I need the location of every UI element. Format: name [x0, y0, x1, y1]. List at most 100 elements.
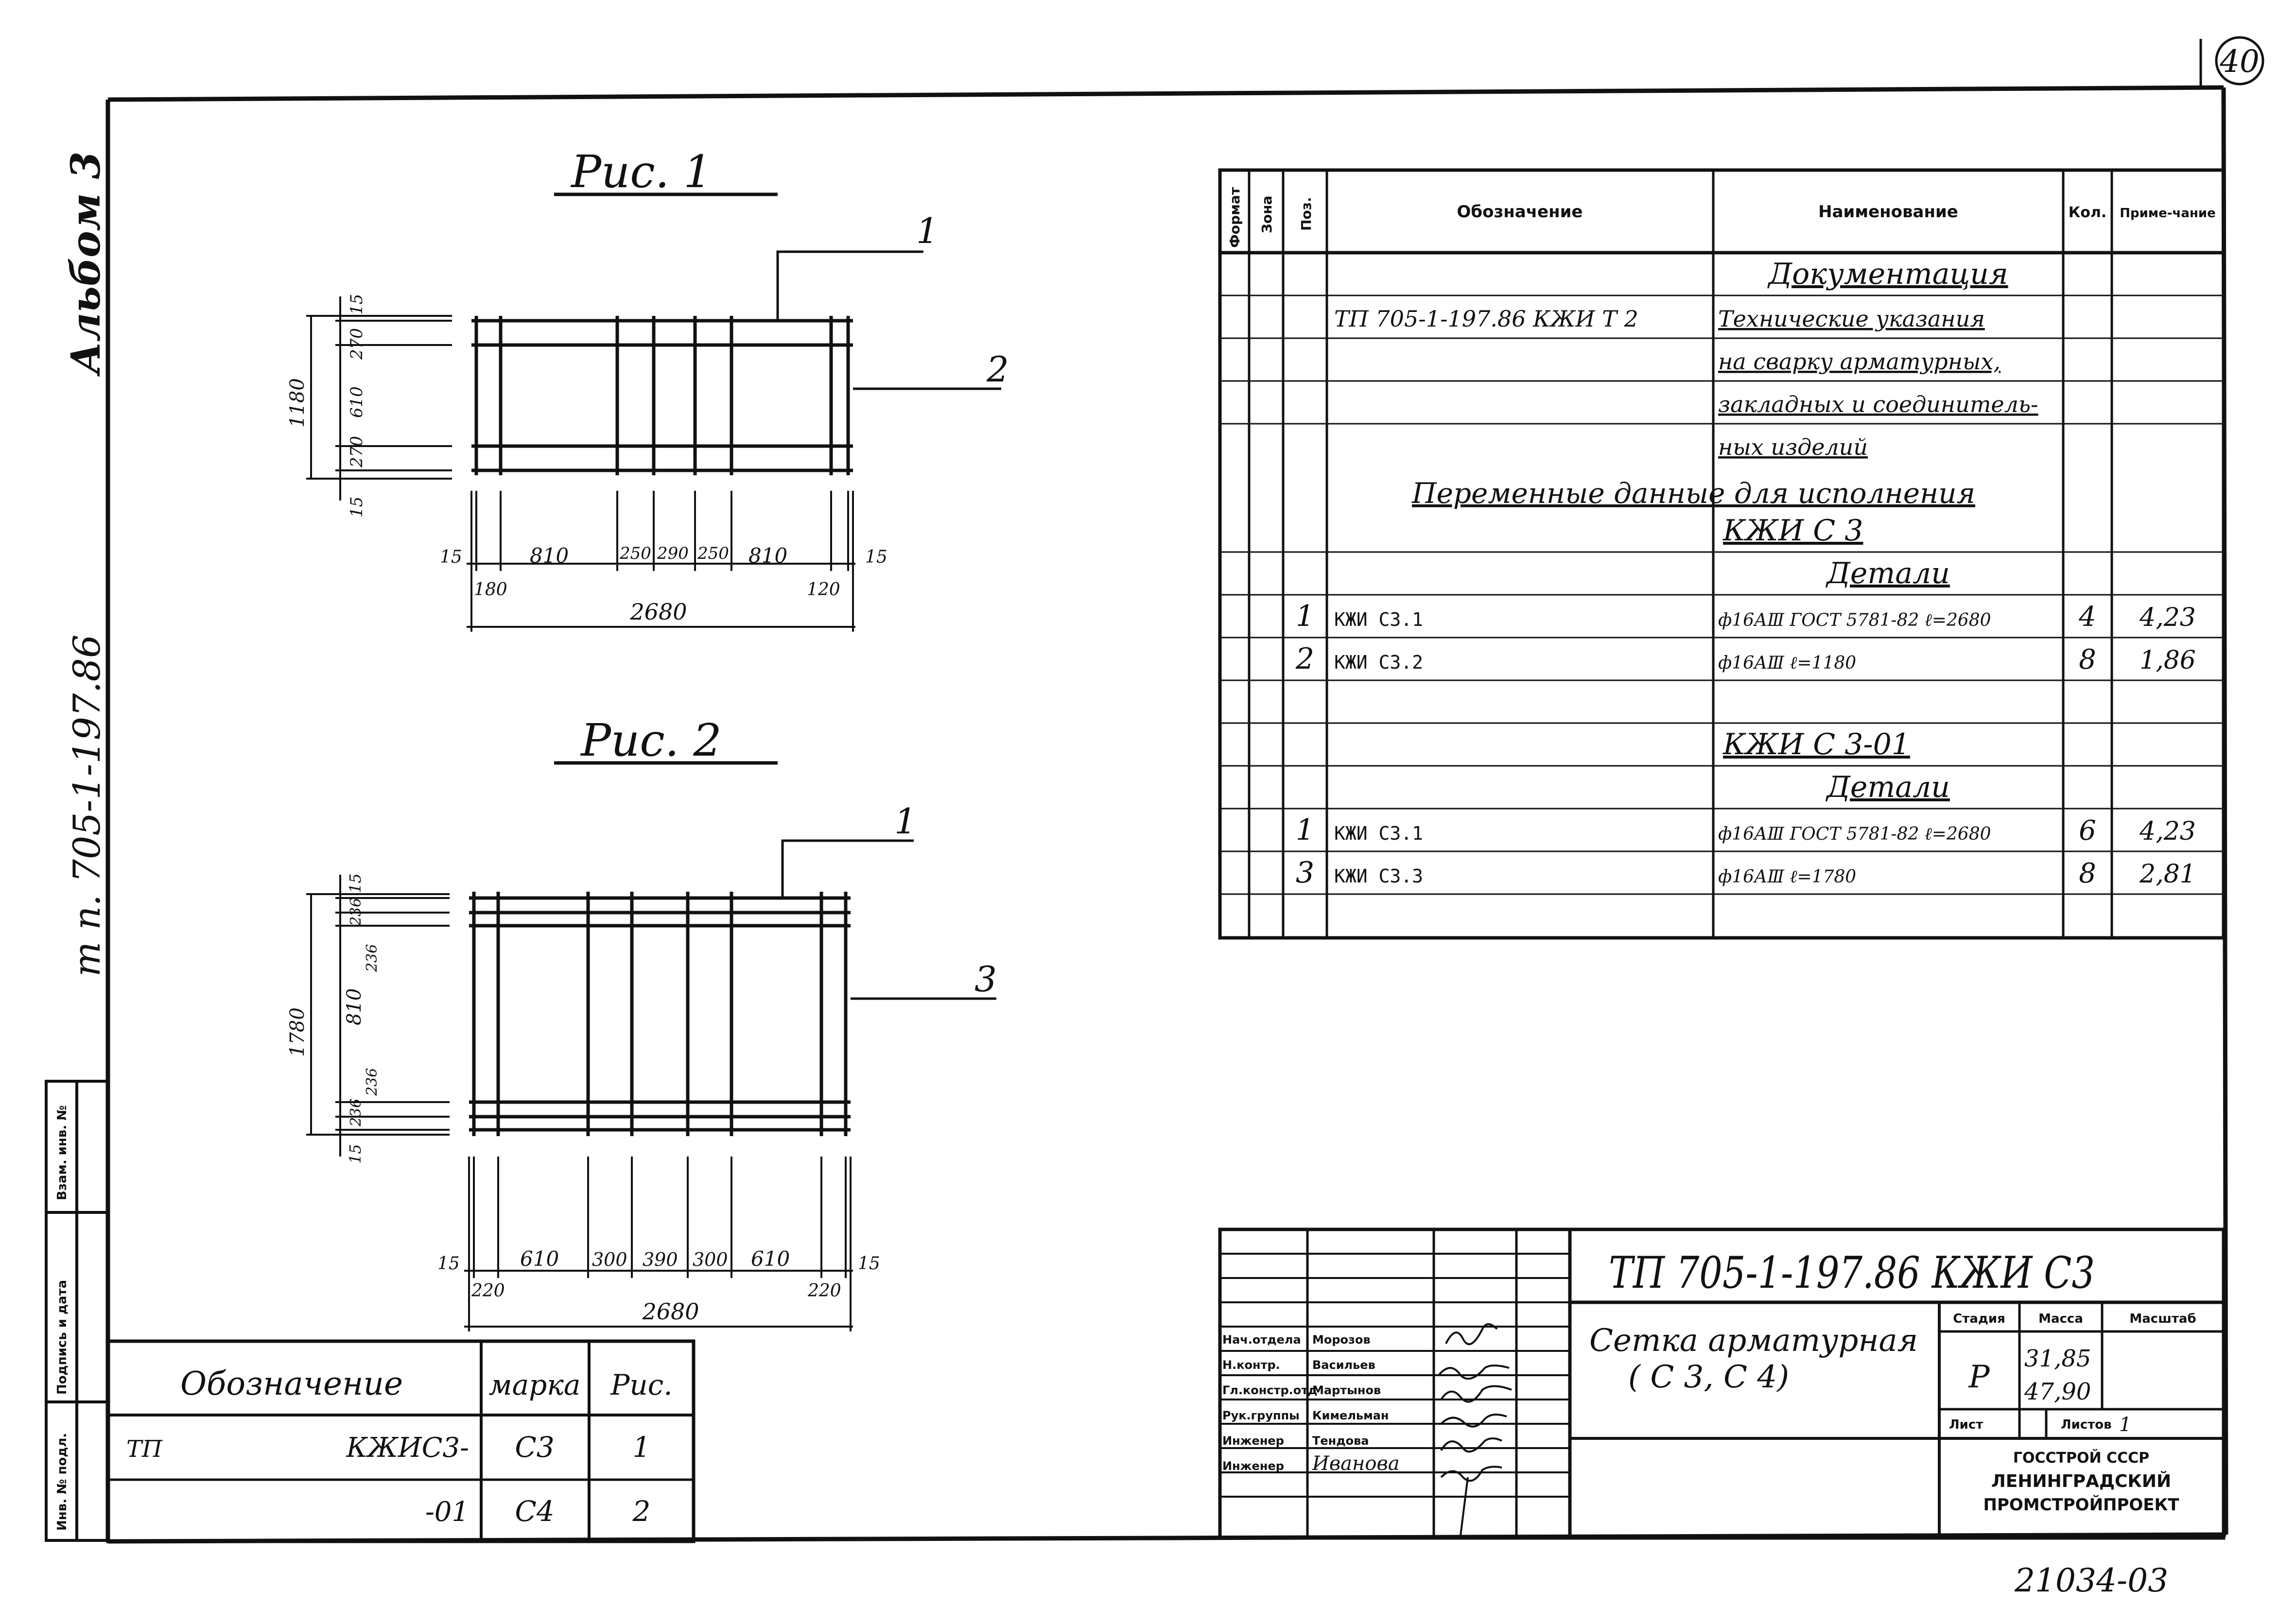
staff-role: Нач.отдела	[1222, 1333, 1301, 1347]
spec-span-variable-data: Переменные данные для исполнения	[1411, 477, 1975, 510]
fig1-vdim-4: 15	[347, 497, 366, 518]
staff-name: Тендова	[1312, 1434, 1369, 1448]
spec-header-note: Приме-чание	[2120, 206, 2215, 221]
spec-row-name: ных изделий	[1718, 434, 1868, 460]
fig1-vdim-0: 15	[347, 294, 366, 315]
marks-row1-prefix: ТП	[126, 1435, 163, 1463]
scale-label: Масштаб	[2129, 1312, 2196, 1326]
fig1-callout-1: 1	[916, 210, 939, 251]
spec-row-qty: 6	[2079, 815, 2096, 847]
org-line-1: ГОССТРОЙ СССР	[2013, 1449, 2149, 1467]
staff-name: Мартынов	[1312, 1383, 1381, 1397]
spec-row-code: КЖИ С3.3	[1334, 865, 1423, 887]
item-name-line1: Сетка арматурная	[1589, 1323, 1918, 1359]
marks-header-fig: Рис.	[610, 1368, 672, 1401]
spec-row-pos: 1	[1296, 813, 1314, 847]
fig2-hdim-1: 610	[520, 1247, 559, 1271]
fig2-vdim-6: 15	[346, 1144, 365, 1164]
spec-row-name: КЖИ С 3-01	[1722, 727, 1910, 761]
corner-mark-text: 40	[2219, 44, 2259, 80]
fig1-hdim-6: 15	[865, 547, 887, 567]
staff-role: Инженер	[1222, 1434, 1284, 1448]
sheets-value: 1	[2119, 1414, 2131, 1436]
fig1-hdim-2: 250	[619, 544, 651, 563]
fig2-title: Рис. 2	[580, 714, 722, 766]
spec-row-name: закладных и соединитель-	[1718, 391, 2038, 417]
fig2-mesh	[469, 892, 851, 1136]
spec-row-name: Детали	[1825, 770, 1950, 804]
stage-value: Р	[1968, 1359, 1990, 1395]
fig2-hdim-3: 390	[643, 1249, 678, 1270]
fig1-hdim-3: 290	[657, 544, 689, 563]
item-name-line2: ( С 3, С 4)	[1628, 1359, 1789, 1395]
staff-role: Гл.констр.отд	[1222, 1383, 1318, 1397]
fig2-vdim-5: 236	[348, 1099, 365, 1127]
fig2-callout-1: 1	[894, 801, 917, 842]
bottom-archive-number: 21034-03	[2014, 1562, 2168, 1599]
spec-row-code: КЖИ С3.1	[1334, 609, 1423, 630]
stamp-vzam-inv: Взам. инв. №	[55, 1106, 70, 1201]
marks-row2-fig: 2	[632, 1495, 651, 1528]
spec-row-qty: 8	[2079, 644, 2096, 675]
fig1-hdim-4: 250	[697, 544, 729, 563]
spec-row-note: 2,81	[2139, 860, 2196, 889]
fig2-vdim-total: 1780	[286, 1007, 309, 1057]
stamp-podpis-data: Подпись и дата	[55, 1280, 70, 1395]
fig2-hsub-right: 220	[807, 1281, 841, 1301]
fig2-vdim-1: 236	[348, 898, 365, 926]
fig1-hdim-0: 15	[440, 547, 462, 567]
fig2-hdim-6: 15	[858, 1254, 880, 1274]
spec-row-note: 4,23	[2139, 603, 2196, 632]
fig2-hdim-0: 15	[437, 1254, 460, 1274]
fig2-vdim-4: 236	[364, 1068, 381, 1096]
fig2-vdim-0: 15	[346, 873, 365, 893]
fig1-vdim-2: 610	[347, 386, 366, 418]
fig2-hdim-5: 610	[751, 1247, 790, 1271]
mass-label: Масса	[2038, 1312, 2083, 1326]
fig2-hdim-2: 300	[592, 1249, 627, 1270]
fig1-vdim-3: 270	[347, 436, 366, 468]
spec-row-name: ф16АⅢ ГОСТ 5781-82 ℓ=2680	[1718, 824, 1991, 844]
fig1-hdim-1: 810	[530, 544, 569, 568]
spec-row-name: ф16АⅢ ℓ=1780	[1718, 867, 1856, 887]
fig1-hsub-left: 180	[474, 580, 507, 600]
staff-role: Инженер	[1222, 1459, 1284, 1473]
figure-1: Рис. 1 1 2	[286, 146, 1009, 632]
sheets-label: Листов	[2061, 1417, 2112, 1432]
spec-header-zone: Зона	[1259, 196, 1275, 233]
specification-table: Формат Зона Поз. Обозначение Наименовани…	[1218, 168, 2226, 940]
marks-row2-code: -01	[425, 1496, 469, 1528]
spec-row-qty: 4	[2078, 601, 2096, 633]
spec-row-note: 1,86	[2140, 646, 2196, 675]
staff-role: Н.контр.	[1222, 1358, 1280, 1372]
spec-row-name: Документация	[1767, 257, 2008, 291]
spec-row-name: Детали	[1825, 556, 1950, 590]
org-line-2: ЛЕНИНГРАДСКИЙ	[1991, 1471, 2171, 1491]
fig1-htotal: 2680	[629, 599, 687, 625]
stamp-inv-podl: Инв. № подл.	[55, 1433, 70, 1531]
spec-row-qty: 8	[2079, 858, 2096, 889]
project-number-vertical: т п. 705-1-197.86	[65, 635, 108, 977]
staff-name: Иванова	[1312, 1452, 1400, 1475]
spec-header-format: Формат	[1227, 187, 1243, 248]
corner-page-mark: 40	[2215, 36, 2264, 86]
fig2-hsub-left: 220	[471, 1281, 505, 1301]
spec-header-name: Наименование	[1818, 202, 1958, 222]
spec-row-name: на сварку арматурных,	[1718, 348, 2001, 375]
spec-header-pos: Поз.	[1298, 197, 1314, 231]
spec-row-code: ТП 705-1-197.86 КЖИ Т 2	[1334, 306, 1638, 332]
spec-row-code: КЖИ С3.1	[1334, 823, 1423, 844]
spec-row-code: КЖИ С3.2	[1334, 652, 1423, 673]
spec-row-pos: 2	[1295, 642, 1314, 676]
fig2-vdim-3: 810	[343, 988, 365, 1025]
marks-row2-mark: С4	[515, 1495, 554, 1528]
spec-header-code: Обозначение	[1457, 202, 1583, 222]
spec-header-qty: Кол.	[2069, 204, 2107, 221]
left-margin-stamp	[45, 1080, 109, 1542]
marks-row1-code: КЖИС3-	[346, 1432, 470, 1464]
fig1-hsub-right: 120	[807, 580, 840, 600]
fig1-mesh	[471, 316, 853, 475]
spec-row-note: 4,23	[2139, 817, 2196, 846]
